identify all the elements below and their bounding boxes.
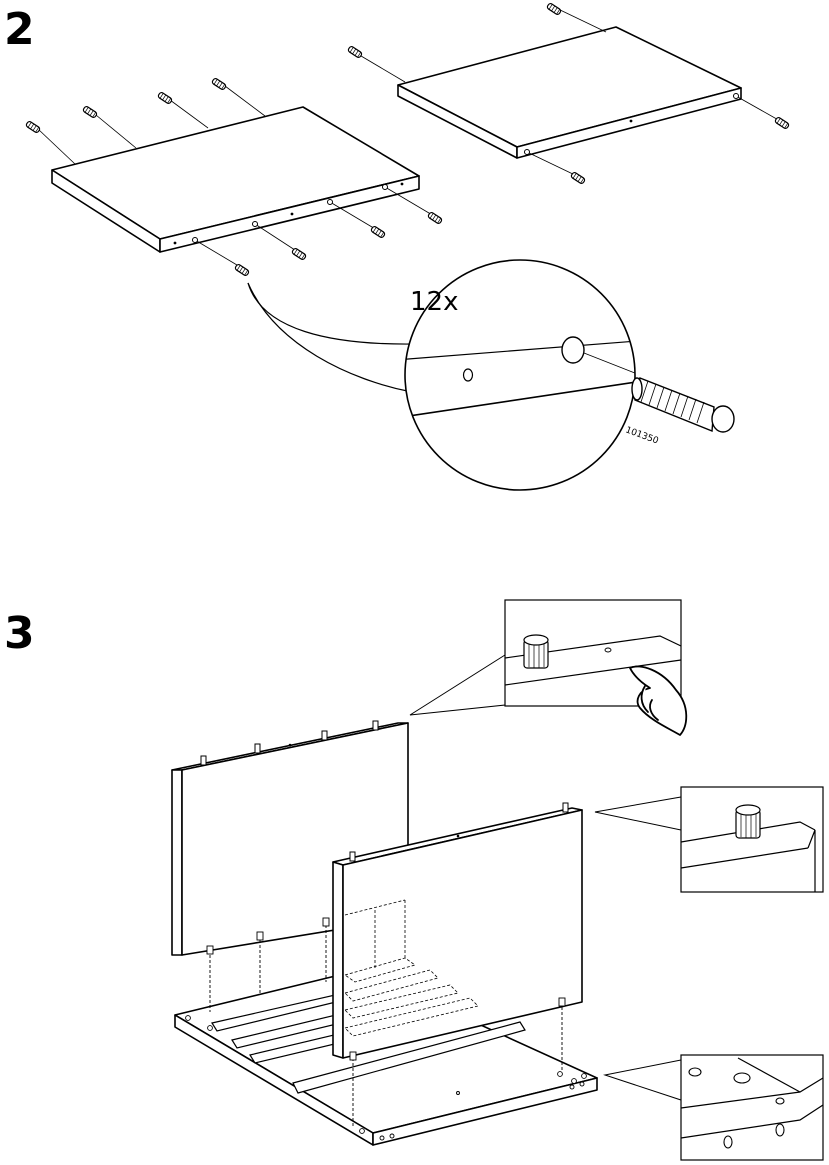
board-left <box>52 107 419 252</box>
dowel-icon <box>524 635 548 668</box>
zoom-detail-base-holes <box>605 1055 823 1160</box>
zoom-pointer <box>248 283 414 344</box>
part-number: 101350 <box>624 425 660 446</box>
zoom-detail-panel-corner <box>595 787 823 892</box>
board-right <box>398 27 741 158</box>
dowel-icon <box>632 378 734 432</box>
step-3-illustration <box>172 600 823 1160</box>
step-2-illustration: 12x 101350 <box>25 3 789 490</box>
dowel-icon <box>736 805 760 838</box>
zoom-detail-press-dowel <box>410 600 686 735</box>
zoom-detail-dowel: 12x 101350 <box>395 260 734 490</box>
quantity-label: 12x <box>410 287 458 317</box>
